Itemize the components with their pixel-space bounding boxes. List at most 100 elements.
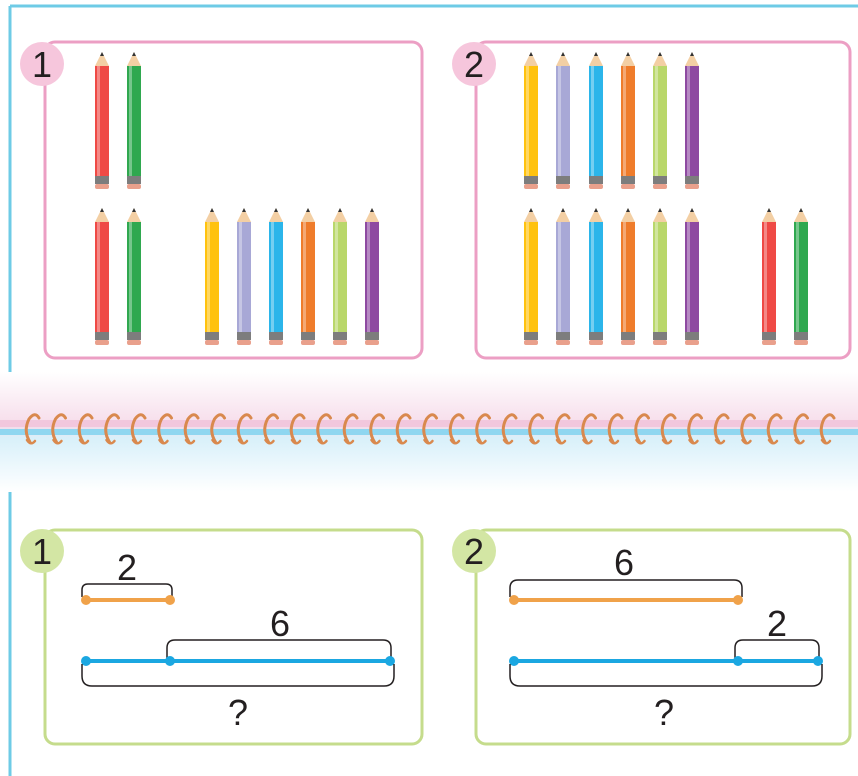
pencil-body (95, 66, 109, 176)
bar-model-panel-1: 1 2 6 ? (20, 528, 424, 746)
pencil-sky (269, 208, 283, 345)
pencil-eraser (556, 340, 570, 345)
pencil-eraser (589, 184, 603, 189)
spiral-ring (501, 413, 518, 445)
pencil-shine (796, 222, 799, 332)
pencil-lead (132, 208, 136, 212)
pencil-lead (210, 208, 214, 212)
pencil-body (589, 222, 603, 332)
pencil-shine (687, 222, 690, 332)
short-bar-brace (81, 583, 173, 597)
pencil-eraser (556, 184, 570, 189)
pencil-body (269, 222, 283, 332)
pencil-ferrule (365, 332, 379, 340)
pencil-green (794, 208, 808, 345)
spiral-ring (289, 413, 306, 445)
pencil-shine (558, 222, 561, 332)
spiral-ring (210, 413, 226, 445)
pencil-tip (762, 208, 776, 222)
pencil-ferrule (556, 332, 570, 340)
pencil-tip (333, 208, 347, 222)
total-brace (81, 664, 395, 687)
pencil-tip (685, 208, 699, 222)
pencil-eraser (127, 184, 141, 189)
long-bar-start-dot (81, 656, 91, 666)
pencil-red (95, 52, 109, 189)
pencil-tip (269, 208, 283, 222)
pencil-lead (274, 208, 278, 212)
pencil-eraser (95, 340, 109, 345)
pencil-body (301, 222, 315, 332)
total-label: ? (654, 692, 674, 733)
binding-stripe-blue (0, 429, 858, 435)
pencil-body (127, 222, 141, 332)
pencil-green (127, 208, 141, 345)
pencil-lime (653, 52, 667, 189)
pencil-tip (794, 208, 808, 222)
total-label: ? (228, 692, 248, 733)
spiral-ring (528, 413, 544, 445)
pencil-red (95, 208, 109, 345)
pencil-panel-2: 2 (452, 40, 852, 360)
binding-stripe-pink (0, 420, 858, 427)
pencil-eraser (127, 340, 141, 345)
pencil-shine (97, 222, 100, 332)
pencil-ferrule (621, 332, 635, 340)
spiral-ring (687, 413, 703, 445)
pencil-shine (207, 222, 210, 332)
pencil-ferrule (589, 176, 603, 184)
spiral-ring (660, 413, 677, 445)
pencil-tip (589, 52, 603, 66)
pencil-tip (621, 208, 635, 222)
pencil-shine (271, 222, 274, 332)
short-bar-label: 6 (614, 542, 634, 583)
pencil-shine (591, 66, 594, 176)
panel-number: 1 (32, 531, 52, 572)
pencil-lead (799, 208, 803, 212)
pencil-sky (589, 52, 603, 189)
short-bar-end-dot (733, 595, 743, 605)
spiral-ring (342, 413, 359, 445)
pencil-ferrule (524, 332, 538, 340)
pencil-body (556, 222, 570, 332)
pencil-lime (653, 208, 667, 345)
pencil-shine (764, 222, 767, 332)
pencil-body (524, 66, 538, 176)
pencil-eraser (205, 340, 219, 345)
pencil-ferrule (556, 176, 570, 184)
spiral-binding (0, 372, 858, 492)
panel-number: 2 (464, 44, 484, 85)
spiral-ring (713, 413, 730, 445)
pencil-eraser (685, 184, 699, 189)
pencil-tip (589, 208, 603, 222)
pencil-orange (301, 208, 315, 345)
pencil-shine (623, 66, 626, 176)
pencil-body (685, 222, 699, 332)
long-bar-split-dot (165, 656, 175, 666)
pencil-lead (529, 52, 533, 56)
panel-badge (20, 42, 64, 86)
pencil-ferrule (237, 332, 251, 340)
pencil-yellow (524, 208, 538, 345)
pencil-ferrule (127, 176, 141, 184)
pencil-tip (524, 208, 538, 222)
pencil-lead (626, 208, 630, 212)
pencil-lead (561, 52, 565, 56)
pencil-shine (655, 222, 658, 332)
pencil-tip (685, 52, 699, 66)
pencil-eraser (524, 340, 538, 345)
pencil-yellow (524, 52, 538, 189)
short-bar-start-dot (509, 595, 519, 605)
spiral-ring (236, 413, 253, 445)
pencil-lead (306, 208, 310, 212)
pencil-shine (367, 222, 370, 332)
long-bar-start-dot (509, 656, 519, 666)
pencil-lead (561, 208, 565, 212)
pencil-eraser (653, 340, 667, 345)
pencil-purple (685, 52, 699, 189)
pencil-tip (621, 52, 635, 66)
pencil-ferrule (269, 332, 283, 340)
part-brace (734, 639, 820, 658)
pencil-lead (690, 208, 694, 212)
pencil-ferrule (95, 176, 109, 184)
